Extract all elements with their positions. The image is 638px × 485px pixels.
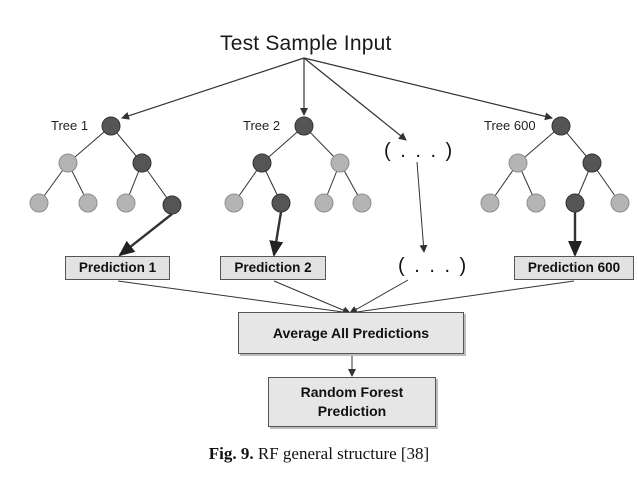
random-forest-prediction-box: Random Forest Prediction [268,377,436,427]
tree-600-node [508,153,528,173]
prediction-2-box: Prediction 2 [220,256,326,280]
tree-2-node [330,153,350,173]
average-predictions-box: Average All Predictions [238,312,464,354]
ellipsis-down-arrow [416,161,428,253]
tree-600-node [582,153,602,173]
tree-600-leaf [480,193,500,213]
figure-caption: Fig. 9. RF general structure [38] [0,444,638,464]
prediction-1-box: Prediction 1 [65,256,170,280]
tree-600-label: Tree 600 [484,118,536,133]
tree-1-node [58,153,78,173]
tree-600-leaf [610,193,630,213]
tree-2-leaf [352,193,372,213]
ellipsis-trees: ( . . . ) [384,140,455,162]
figure-number: Fig. 9. [208,444,254,463]
tree-600-leaf [565,193,585,213]
tree-1-leaf [78,193,98,213]
prediction-600-box: Prediction 600 [514,256,634,280]
tree-2-leaf [314,193,334,213]
final-prediction-line-1: Random Forest [300,384,404,400]
tree-1-root-node [101,116,121,136]
tree-1-prediction-arrow [118,213,173,257]
tree-2-root-node [294,116,314,136]
tree-2-label: Tree 2 [243,118,281,133]
figure-caption-text: RF general structure [38] [257,444,430,463]
tree-1-node [132,153,152,173]
tree-1-leaf [116,193,136,213]
average-predictions-label: Average All Predictions [272,324,430,341]
input-to-tree-600-arrow [303,57,553,121]
ellipsis-to-average [349,279,409,314]
tree-1-leaf [29,193,49,213]
prediction-600-to-average [349,280,575,316]
input-to-tree-1-arrow [121,57,305,120]
tree-600-root-node [551,116,571,136]
tree-2-leaf [224,193,244,213]
tree-2-node [252,153,272,173]
test-sample-input-label: Test Sample Input [220,32,392,55]
final-prediction-line-2: Prediction [317,403,387,419]
tree-1-label: Tree 1 [51,118,89,133]
tree-2-leaf [271,193,291,213]
tree-2-prediction-arrow [269,211,284,257]
input-to-ellipsis-arrow [303,57,407,141]
prediction-2-to-average [273,280,351,314]
prediction-1-to-average [117,280,351,317]
ellipsis-predictions: ( . . . ) [398,255,469,277]
tree-1-leaf [162,195,182,215]
diagram-nodes [29,116,630,215]
tree-600-leaf [526,193,546,213]
